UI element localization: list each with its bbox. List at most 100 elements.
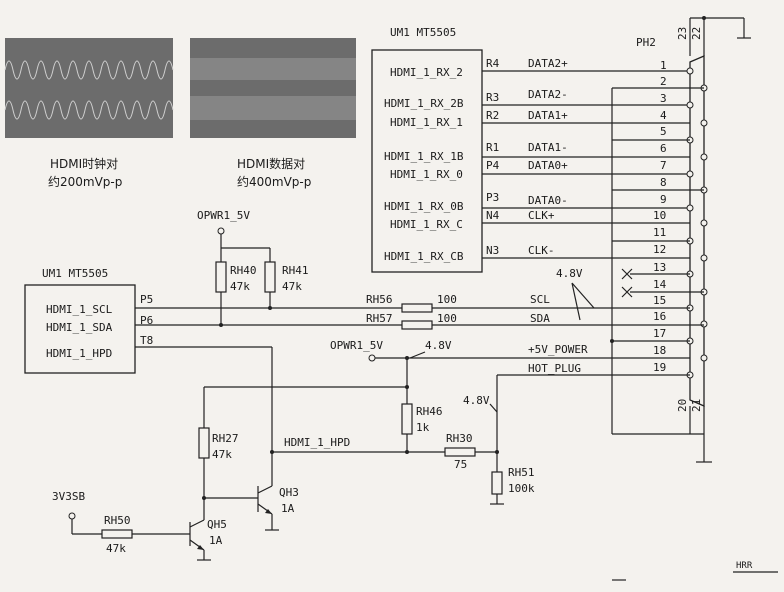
connector-pin-number: 21 <box>690 399 703 412</box>
resistor-label: RH50 <box>104 514 131 527</box>
resistor-label: RH27 <box>212 432 239 445</box>
connector-pin-number: 23 <box>676 27 689 40</box>
net-label: SDA <box>530 312 550 325</box>
transistor-label: QH3 <box>279 486 299 499</box>
resistor-value: 47k <box>230 280 250 293</box>
power-line <box>375 351 690 452</box>
pin-label: HDMI_1_RX_1B <box>384 150 464 163</box>
voltage-label: 4.8V <box>556 267 583 280</box>
pin-number: N4 <box>486 209 500 222</box>
connector-pin-number: 9 <box>660 193 667 206</box>
resistor-value: 47k <box>212 448 232 461</box>
net-label: HDMI_1_HPD <box>284 436 350 449</box>
connector-title: PH2 <box>636 36 656 49</box>
connector-pin-number: 17 <box>653 327 666 340</box>
net-label: CLK+ <box>528 209 555 222</box>
transistor-value: 1A <box>209 534 223 547</box>
net-label: DATA2- <box>528 88 568 101</box>
resistor-label: RH30 <box>446 432 473 445</box>
connector-pin-number: 8 <box>660 176 667 189</box>
net-label: +5V_POWER <box>528 343 588 356</box>
pin-label: HDMI_1_SDA <box>46 321 113 334</box>
upper-chip-wires <box>482 70 690 259</box>
resistor-value: 1k <box>416 421 430 434</box>
resistor-value: 100 <box>437 293 457 306</box>
hpd-circuit <box>71 346 409 561</box>
data-pair-caption: HDMI数据对 <box>237 156 305 171</box>
pin-number: R1 <box>486 141 499 154</box>
net-label: DATA0- <box>528 194 568 207</box>
pin-number: R3 <box>486 91 499 104</box>
resistor-value: 100 <box>437 312 457 325</box>
ddc-lines <box>135 303 704 330</box>
supply-terminal <box>368 354 376 362</box>
connector-pin-number: 18 <box>653 344 666 357</box>
corner-mark: HRR <box>736 561 753 571</box>
voltage-label: 4.8V <box>463 394 490 407</box>
data-amplitude-caption: 约400mVp-p <box>237 174 311 189</box>
resistor-value: 100k <box>508 482 535 495</box>
voltage-pointer <box>571 282 595 321</box>
resistor-value: 47k <box>282 280 302 293</box>
pin-number: N3 <box>486 244 499 257</box>
pin-label: HDMI_1_RX_C <box>390 218 463 231</box>
pin-number: P4 <box>486 159 500 172</box>
pin-label: HDMI_1_RX_0B <box>384 200 464 213</box>
net-label: SCL <box>530 293 550 306</box>
resistor-label: RH40 <box>230 264 257 277</box>
lower-chip-box <box>24 284 136 374</box>
upper-chip-box <box>371 49 483 273</box>
resistor-label: RH41 <box>282 264 309 277</box>
connector-pin-number: 6 <box>660 142 667 155</box>
clock-pair-caption: HDMI时钟对 <box>50 156 118 171</box>
net-label: DATA1- <box>528 141 568 154</box>
connector-pin-number: 4 <box>660 109 667 122</box>
connector-pin-number: 19 <box>653 361 666 374</box>
resistor-label: RH51 <box>508 466 535 479</box>
net-label: DATA2+ <box>528 57 568 70</box>
connector-pin-number: 20 <box>676 399 689 412</box>
connector-pin-number: 16 <box>653 310 666 323</box>
resistor-value: 75 <box>454 458 467 471</box>
nc-pins <box>621 268 704 298</box>
supply-terminal <box>217 227 225 235</box>
connector-pin-number: 15 <box>653 294 666 307</box>
connector-pin-number: 7 <box>660 159 667 172</box>
resistor-label: RH46 <box>416 405 443 418</box>
upper-chip-pins: HDMI_1_RX_2 HDMI_1_RX_2B HDMI_1_RX_1 HDM… <box>384 57 568 263</box>
lower-chip-title: UM1 MT5505 <box>42 267 108 280</box>
upper-chip-title: UM1 MT5505 <box>390 26 456 39</box>
ground-wires <box>610 16 751 463</box>
pin-number: R2 <box>486 109 499 122</box>
resistor-label: RH57 <box>366 312 393 325</box>
connector-pin-number: 3 <box>660 92 667 105</box>
pin-number: R4 <box>486 57 500 70</box>
pin-number: P6 <box>140 314 153 327</box>
pin-label: HDMI_1_RX_CB <box>384 250 464 263</box>
net-label: CLK- <box>528 244 555 257</box>
pin-label: HDMI_1_RX_2 <box>390 66 463 79</box>
pullup-network <box>215 234 276 325</box>
connector-body <box>689 55 705 407</box>
clock-waveform-image <box>4 38 174 138</box>
clock-amplitude-caption: 约200mVp-p <box>48 174 122 189</box>
net-label: DATA1+ <box>528 109 568 122</box>
supply-terminal <box>68 512 76 520</box>
net-label: DATA0+ <box>528 159 568 172</box>
supply-label: OPWR1_5V <box>197 209 250 222</box>
connector-pin-number: 5 <box>660 125 667 138</box>
net-label: HOT_PLUG <box>528 362 581 375</box>
connector-pin-number: 13 <box>653 261 666 274</box>
connector-pin-number: 14 <box>653 278 667 291</box>
connector-pin-numbers: 1 2 3 4 5 6 7 8 9 10 11 12 13 14 15 16 1… <box>653 59 667 374</box>
resistor-value: 47k <box>106 542 126 555</box>
pin-number: T8 <box>140 334 153 347</box>
hot-plug-line <box>407 374 690 505</box>
pin-number: P5 <box>140 293 153 306</box>
connector-pin-number: 11 <box>653 226 666 239</box>
connector-pin-number: 1 <box>660 59 667 72</box>
connector-pin-number: 2 <box>660 75 667 88</box>
voltage-label: 4.8V <box>425 339 452 352</box>
